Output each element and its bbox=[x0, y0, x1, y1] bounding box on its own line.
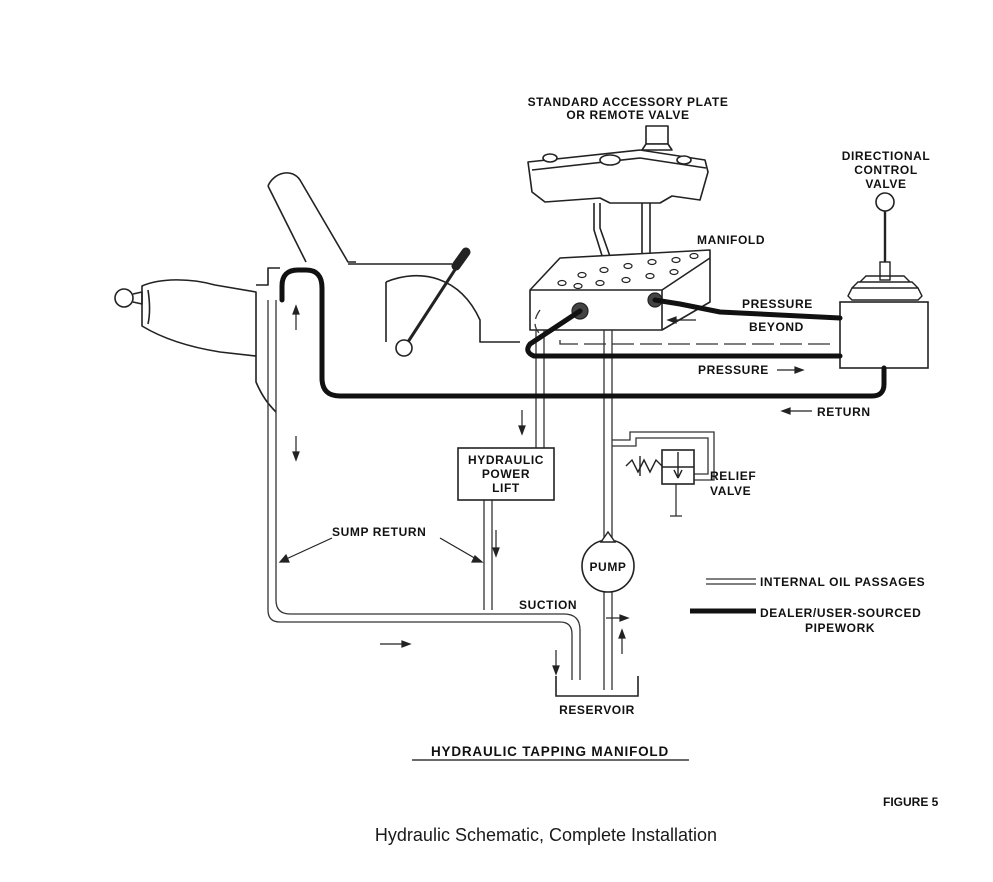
reservoir-tank bbox=[555, 676, 639, 697]
dealer-pipework bbox=[279, 267, 887, 399]
legend-dealer-label-line1: DEALER/USER-SOURCED bbox=[760, 606, 921, 620]
manifold-label: MANIFOLD bbox=[697, 233, 765, 247]
relief-valve-label-line2: VALVE bbox=[710, 484, 751, 498]
leader-lines bbox=[278, 537, 484, 563]
sump-return-label: SUMP RETURN bbox=[332, 525, 426, 539]
tractor-housing bbox=[114, 172, 520, 413]
pump-label: PUMP bbox=[589, 560, 626, 574]
suction-label: SUCTION bbox=[519, 598, 577, 612]
directional-valve-label-line1: DIRECTIONAL bbox=[842, 149, 931, 163]
legend-swatches bbox=[690, 578, 756, 614]
accessory-plate bbox=[527, 125, 709, 204]
pressure-beyond-label-line2: BEYOND bbox=[749, 320, 804, 334]
power-lift-label-line3: LIFT bbox=[492, 481, 520, 495]
return-label: RETURN bbox=[817, 405, 871, 419]
plate-stems bbox=[593, 203, 651, 263]
pump bbox=[581, 530, 635, 593]
directional-valve-label-line3: VALVE bbox=[865, 177, 906, 191]
power-lift-label-line1: HYDRAULIC bbox=[468, 453, 544, 467]
accessory-plate-label-line1: STANDARD ACCESSORY PLATE bbox=[528, 95, 729, 109]
pressure-label: PRESSURE bbox=[698, 363, 769, 377]
power-lift-label-line2: POWER bbox=[482, 467, 530, 481]
legend-dealer-label-line2: PIPEWORK bbox=[805, 621, 875, 635]
figure-number: FIGURE 5 bbox=[883, 795, 939, 809]
relief-valve-label-line1: RELIEF bbox=[710, 469, 756, 483]
accessory-plate-label-line2: OR REMOTE VALVE bbox=[566, 108, 689, 122]
reservoir-label: RESERVOIR bbox=[559, 703, 635, 717]
flow-arrows bbox=[292, 304, 812, 676]
internal-passages bbox=[267, 300, 830, 690]
power-lift-box bbox=[457, 447, 555, 501]
directional-control-valve bbox=[839, 192, 929, 369]
directional-valve-label-line2: CONTROL bbox=[854, 163, 918, 177]
diagram-title: HYDRAULIC TAPPING MANIFOLD bbox=[431, 744, 669, 759]
pressure-beyond-label-line1: PRESSURE bbox=[742, 297, 813, 311]
legend-internal-label: INTERNAL OIL PASSAGES bbox=[760, 575, 925, 589]
relief-valve bbox=[625, 449, 695, 485]
shift-lever bbox=[395, 247, 471, 357]
figure-caption: Hydraulic Schematic, Complete Installati… bbox=[375, 825, 717, 845]
manifold-block bbox=[529, 249, 711, 331]
